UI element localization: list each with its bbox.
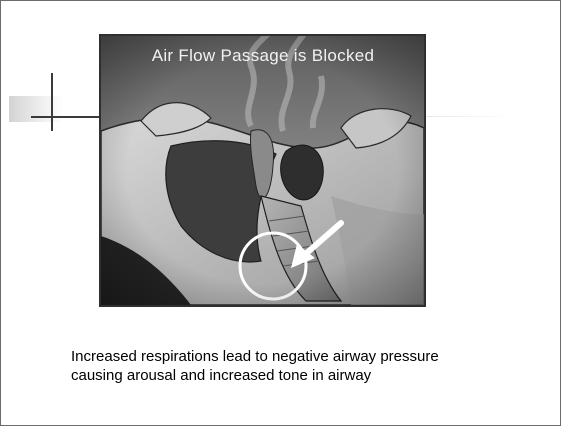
decorative-rule — [425, 116, 515, 117]
crosshair-vertical-line — [51, 73, 53, 131]
slide-caption: Increased respirations lead to negative … — [71, 347, 471, 385]
airway-illustration: Air Flow Passage is Blocked — [99, 34, 426, 307]
vignette-overlay — [101, 36, 424, 305]
illustration-title: Air Flow Passage is Blocked — [152, 46, 375, 65]
decorative-fade-band — [9, 96, 64, 122]
crosshair-horizontal-line — [31, 116, 99, 118]
